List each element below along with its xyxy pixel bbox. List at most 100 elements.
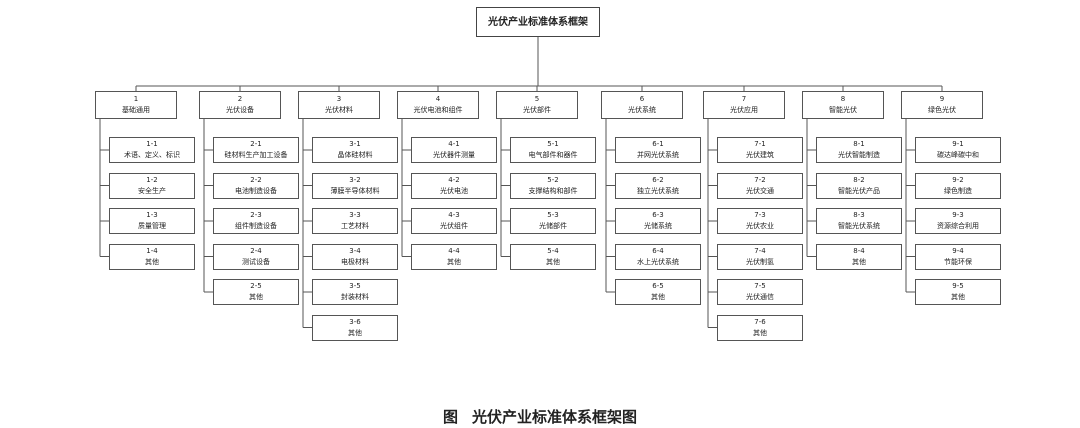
subcategory-number: 4-2 (448, 175, 460, 184)
subcategory-title: 其他 (753, 328, 767, 337)
subcategory-title: 硅材料生产加工设备 (224, 151, 288, 159)
category-number: 7 (741, 95, 747, 103)
subcategory-node-3-2: 3-2 薄膜半导体材料 (312, 172, 398, 199)
category-title: 智能光伏 (829, 106, 857, 114)
subcategory-title: 安全生产 (138, 186, 166, 195)
subcategory-node-9-4: 9-4 节能环保 (915, 243, 1001, 270)
subcategory-number: 3-4 (349, 246, 361, 255)
subcategory-number: 9-5 (952, 282, 964, 290)
subcategory-title: 光伏组件 (440, 222, 468, 230)
subcategory-title: 光伏通信 (746, 293, 774, 301)
subcategory-node-2-4: 2-4 测试设备 (213, 243, 299, 270)
subcategory-number: 4-4 (448, 246, 460, 255)
subcategory-node-2-1: 2-1 硅材料生产加工设备 (213, 137, 299, 163)
category-number: 2 (237, 95, 243, 103)
subcategory-title: 绿色制造 (944, 186, 972, 195)
subcategory-title: 其他 (348, 328, 362, 337)
category-number: 1 (133, 95, 139, 103)
subcategory-number: 9-3 (952, 211, 964, 219)
subcategory-number: 6-5 (652, 282, 664, 290)
subcategory-title: 光伏交通 (746, 186, 774, 195)
subcategory-title: 测试设备 (242, 257, 270, 266)
subcategory-number: 8-2 (853, 175, 865, 184)
figure-caption: 图光伏产业标准体系框架图 (0, 406, 1080, 427)
subcategory-node-9-1: 9-1 碳达峰碳中和 (915, 137, 1001, 163)
category-title: 光伏部件 (523, 106, 551, 114)
subcategory-title: 光伏智能制造 (838, 151, 880, 159)
category-title: 光伏系统 (628, 106, 656, 114)
subcategory-number: 1-1 (146, 140, 158, 148)
subcategory-number: 1-4 (146, 246, 158, 255)
subcategory-number: 7-5 (754, 282, 766, 290)
subcategory-node-9-5: 9-5 其他 (915, 279, 1001, 305)
subcategory-node-1-3: 1-3 质量管理 (109, 208, 195, 234)
subcategory-title: 节能环保 (944, 257, 972, 266)
category-number: 9 (939, 95, 945, 103)
subcategory-number: 2-5 (250, 282, 262, 290)
category-title: 光伏应用 (730, 106, 758, 114)
subcategory-title: 碳达峰碳中和 (937, 151, 979, 159)
subcategory-node-5-4: 5-4 其他 (510, 243, 596, 270)
subcategory-title: 电池制造设备 (235, 186, 277, 195)
subcategory-title: 水上光伏系统 (637, 257, 679, 266)
subcategory-title: 其他 (447, 257, 461, 266)
subcategory-number: 1-3 (146, 211, 158, 219)
category-node-3: 3 光伏材料 (298, 91, 380, 119)
subcategory-number: 8-4 (853, 246, 865, 255)
subcategory-number: 5-4 (547, 246, 559, 255)
subcategory-title: 质量管理 (138, 222, 166, 230)
subcategory-title: 光伏电池 (440, 186, 468, 195)
subcategory-number: 6-1 (652, 140, 664, 148)
subcategory-number: 3-2 (349, 175, 361, 184)
subcategory-node-8-2: 8-2 智能光伏产品 (816, 172, 902, 199)
subcategory-title: 工艺材料 (341, 222, 369, 230)
subcategory-title: 其他 (546, 257, 560, 266)
subcategory-title: 光储系统 (644, 222, 672, 230)
subcategory-number: 2-1 (250, 140, 262, 148)
subcategory-title: 其他 (145, 257, 159, 266)
subcategory-title: 智能光伏系统 (838, 222, 880, 230)
subcategory-number: 3-6 (349, 317, 361, 326)
subcategory-title: 智能光伏产品 (838, 186, 880, 195)
subcategory-title: 组件制造设备 (235, 222, 277, 230)
subcategory-number: 5-3 (547, 211, 559, 219)
category-number: 5 (534, 95, 540, 103)
caption-title: 光伏产业标准体系框架图 (472, 408, 638, 426)
subcategory-node-1-4: 1-4 其他 (109, 243, 195, 270)
subcategory-number: 2-4 (250, 246, 262, 255)
subcategory-node-6-3: 6-3 光储系统 (615, 208, 701, 234)
subcategory-number: 7-1 (754, 140, 766, 148)
category-title: 绿色光伏 (928, 106, 956, 114)
subcategory-title: 其他 (951, 293, 965, 301)
subcategory-title: 光伏农业 (746, 222, 774, 230)
subcategory-number: 6-4 (652, 246, 664, 255)
subcategory-number: 3-1 (349, 140, 361, 148)
subcategory-node-4-3: 4-3 光伏组件 (411, 208, 497, 234)
subcategory-title: 电气部件和器件 (528, 151, 578, 159)
subcategory-title: 光伏制氢 (746, 257, 774, 266)
root-title: 光伏产业标准体系框架 (488, 16, 588, 28)
category-node-9: 9 绿色光伏 (901, 91, 983, 119)
category-title: 光伏材料 (325, 106, 353, 114)
subcategory-number: 9-1 (952, 140, 964, 148)
subcategory-number: 9-4 (952, 246, 964, 255)
subcategory-number: 2-3 (250, 211, 262, 219)
subcategory-title: 资源综合利用 (937, 222, 979, 230)
subcategory-title: 薄膜半导体材料 (330, 186, 380, 195)
subcategory-number: 4-3 (448, 211, 460, 219)
category-number: 3 (336, 95, 342, 103)
subcategory-number: 6-3 (652, 211, 664, 219)
